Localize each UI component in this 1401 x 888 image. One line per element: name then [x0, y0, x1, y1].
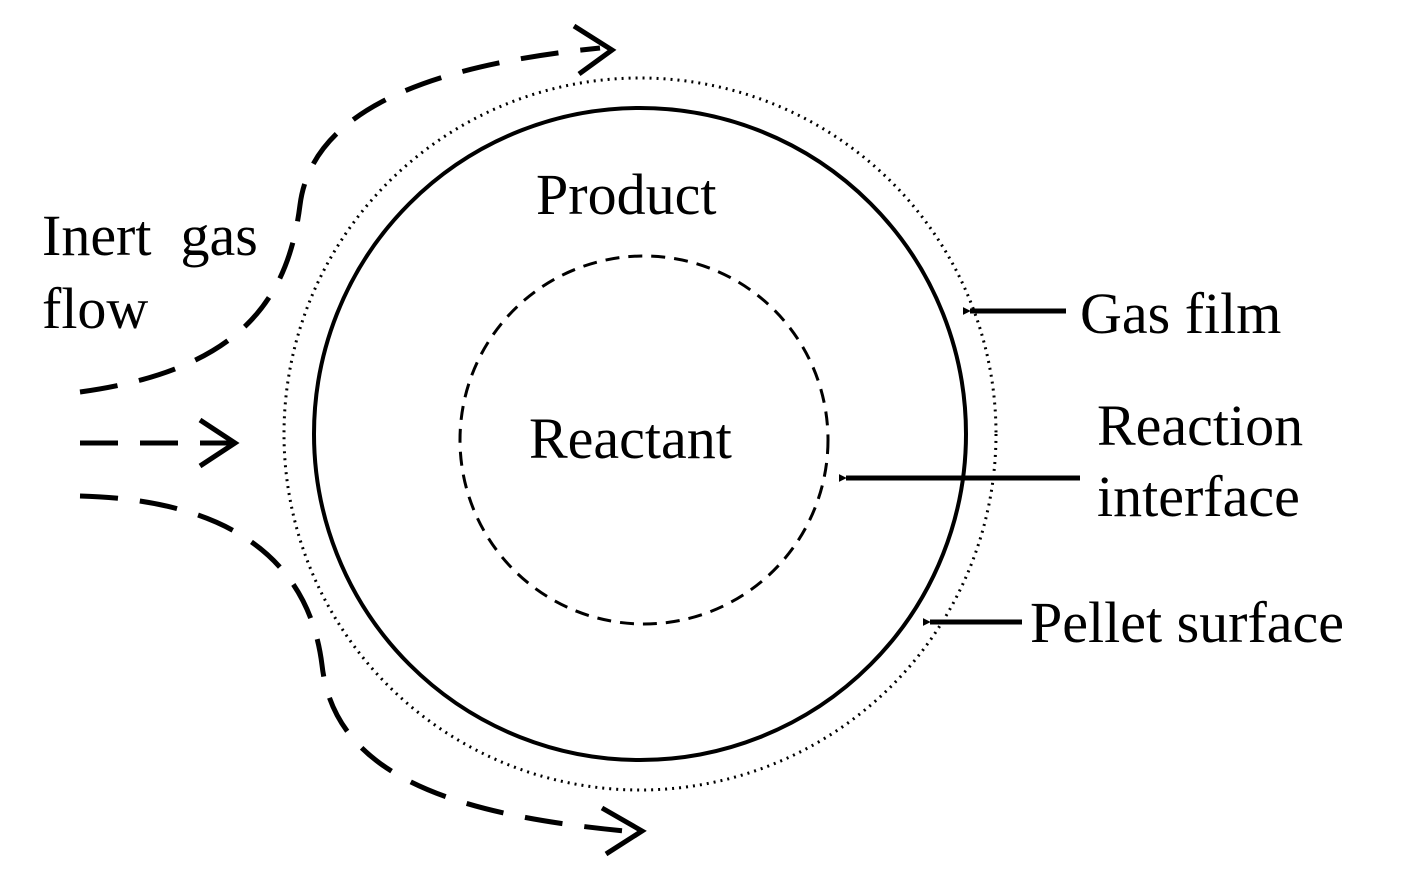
inert-gas-flow-label-line1: Inert gas — [42, 203, 258, 268]
middle-flow-arrowhead — [198, 417, 240, 469]
lower-flow-line — [79, 493, 637, 835]
pellet-surface-circle — [312, 106, 968, 762]
reactant-label: Reactant — [529, 406, 732, 471]
reaction-interface-label-line1: Reaction — [1097, 393, 1303, 458]
product-label: Product — [536, 162, 716, 227]
lower-flow-arrowhead — [600, 805, 647, 857]
reaction-interface-label-line2: interface — [1097, 464, 1300, 529]
reaction-interface-circle — [458, 254, 830, 626]
inert-gas-flow-streamlines — [79, 45, 637, 835]
upper-flow-arrowhead — [572, 23, 617, 77]
flow-arrowheads — [198, 23, 647, 857]
pellet-surface-label: Pellet surface — [1030, 590, 1344, 655]
inert-gas-flow-label-line2: flow — [42, 276, 148, 341]
upper-flow-line — [79, 45, 601, 395]
gas-film-boundary — [282, 76, 998, 792]
gas-film-label: Gas film — [1080, 281, 1281, 346]
